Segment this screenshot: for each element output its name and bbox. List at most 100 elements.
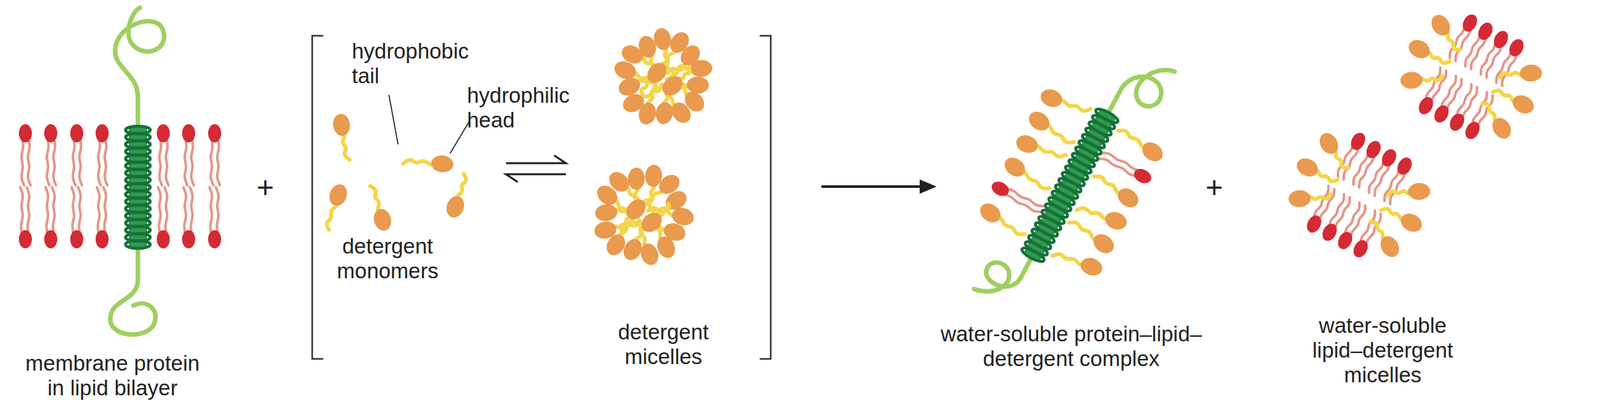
detergent-molecule [1499, 64, 1543, 83]
lipid-molecule [95, 187, 109, 249]
lipid-molecule [70, 187, 84, 249]
tail [20, 187, 23, 235]
detergent-molecule [1050, 245, 1105, 279]
lipid-head [1506, 36, 1527, 59]
tail [1423, 67, 1443, 101]
tail [103, 187, 107, 235]
lipid-molecule [1445, 11, 1480, 62]
detergent-head [1519, 64, 1543, 82]
detergent-head [593, 219, 618, 241]
detergent-molecule [1315, 129, 1353, 175]
tail [71, 187, 75, 235]
lipid-head [1131, 165, 1154, 187]
detergent-head [371, 206, 394, 233]
caption-label: detergent monomers [319, 234, 456, 284]
lipid-head [44, 230, 58, 249]
tail [98, 138, 101, 186]
detergent-head [1293, 154, 1321, 181]
lipid-molecule [1380, 154, 1415, 205]
lipid-head [1394, 154, 1415, 177]
tail [1454, 83, 1474, 117]
equilibrium-arrow [506, 174, 566, 183]
detergent-molecule [1013, 132, 1068, 166]
detergent-head [669, 205, 696, 228]
tail [27, 138, 31, 186]
detergent-head [1405, 36, 1433, 62]
helix-core [1023, 109, 1117, 262]
lipid-head [156, 124, 170, 143]
protein-lipid-detergent-complex [944, 20, 1202, 339]
leader-line [388, 94, 399, 145]
tail [189, 187, 193, 235]
lipid-molecule [1462, 91, 1498, 142]
tail [215, 187, 219, 235]
tail [26, 187, 30, 235]
tail [164, 187, 168, 235]
tail [159, 138, 162, 186]
lipid-molecule [18, 124, 32, 186]
lipid-molecule [182, 124, 196, 186]
lipid-head [1378, 146, 1400, 170]
detergent-molecule [1114, 121, 1167, 166]
tail [104, 138, 108, 186]
detergent-head [1407, 182, 1431, 201]
lipid-head [95, 230, 109, 249]
detergent-head [976, 199, 1005, 227]
leader-line [450, 120, 470, 154]
lipid-molecule [1348, 138, 1384, 188]
transmembrane-helix [125, 126, 151, 249]
detergent-molecule [364, 183, 394, 233]
caption-label: water-soluble lipid–detergent micelles [1294, 313, 1471, 388]
tail [78, 187, 81, 235]
detergent-molecule [1288, 189, 1332, 208]
reaction-arrowhead [919, 179, 937, 194]
detergent-head [1000, 153, 1029, 181]
caption-label: water-soluble protein–lipid–detergent co… [931, 321, 1212, 372]
lipid-head [1460, 11, 1481, 34]
tail [217, 138, 220, 186]
tail [72, 138, 76, 186]
detergent-molecule [1038, 86, 1093, 120]
detergent-head [651, 26, 673, 52]
detergent-head [1397, 210, 1426, 236]
detergent-molecule [1477, 97, 1515, 143]
lipid-head [1431, 102, 1452, 125]
detergent-molecule [1365, 215, 1403, 261]
detergent-head [430, 154, 454, 174]
tail [1358, 210, 1378, 244]
detergent-head [658, 72, 687, 100]
caption-label: detergent micelles [595, 320, 732, 370]
helix-turn [1020, 245, 1046, 265]
lipid-molecule [208, 124, 222, 186]
lipid-molecule [1492, 36, 1527, 86]
lipid-head [1415, 94, 1437, 118]
lipid-head [182, 124, 196, 143]
lipid-head [1348, 130, 1369, 153]
tail [158, 187, 161, 235]
lipid-head [1462, 119, 1483, 142]
reaction-arrow [821, 185, 923, 188]
lipid-molecule [208, 187, 222, 249]
tail [1006, 186, 1044, 209]
detergent-head [1400, 71, 1424, 90]
detergent-molecule [318, 182, 350, 233]
detergent-molecule [976, 199, 1028, 244]
lipid-head [95, 124, 109, 143]
tail [1387, 171, 1407, 205]
lipid-molecule [1097, 148, 1154, 187]
detergent-head [1102, 209, 1130, 233]
lipid-detergent-micelle [1271, 113, 1448, 278]
lipid-detergent-micelle [1383, 0, 1560, 159]
tail [1343, 202, 1362, 235]
detergent-head [1138, 138, 1167, 166]
protein-loop [115, 7, 164, 131]
lipid-head [208, 124, 222, 143]
lipid-molecule [44, 124, 58, 186]
detergent-head [1427, 11, 1454, 40]
detergent-micelle [611, 26, 713, 127]
lipid-molecule [18, 187, 32, 249]
lipid-head [70, 230, 84, 249]
detergent-molecule [1293, 154, 1340, 190]
detergent-molecule [443, 172, 475, 221]
lipid-head [1475, 20, 1496, 43]
